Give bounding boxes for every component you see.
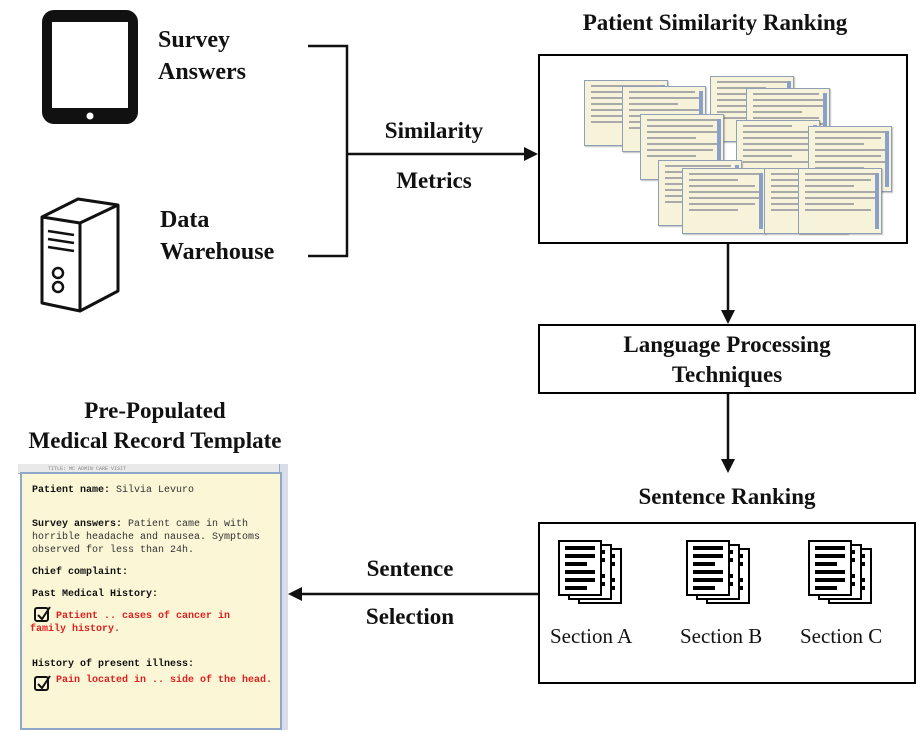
template-title-line2: Medical Record Template [28, 428, 282, 453]
patient-record-thumbnail [682, 168, 766, 234]
language-processing-box: Language Processing Techniques [538, 324, 916, 394]
survey-answers-field-label: Survey answers: [32, 519, 123, 530]
sentence-ranking-title: Sentence Ranking [638, 484, 816, 509]
chief-complaint-label: Chief complaint: [32, 567, 129, 578]
template-title-line1: Pre-Populated [84, 398, 226, 423]
pmh-label: Past Medical History: [32, 589, 159, 600]
patient-name-value: Silvia Levuro [110, 485, 195, 496]
patient-ranking-title: Patient Similarity Ranking [582, 10, 848, 35]
pmh-value: Patient .. cases of cancer in family his… [30, 611, 231, 635]
pmh-line: Past Medical History: [32, 588, 272, 601]
section-a-label: Section A [550, 624, 633, 648]
hpi-value: Pain located in .. side of the head. [56, 675, 273, 686]
similarity-metrics-line1: Similarity [384, 118, 484, 143]
data-warehouse-label: Data Warehouse [160, 207, 275, 265]
pmh-checkbox[interactable] [34, 606, 51, 622]
language-processing-line2: Techniques [671, 362, 783, 387]
tablet-icon [40, 8, 140, 126]
sentence-selection-line1: Sentence [366, 556, 454, 581]
hpi-checkbox[interactable] [34, 675, 51, 691]
section-b-label: Section B [680, 624, 763, 648]
checkmark-icon [37, 675, 51, 690]
sentence-ranking-box: Section A Section B Section C [538, 522, 916, 684]
medical-record-template: Patient name: Silvia Levuro Survey answe… [20, 472, 282, 730]
survey-answers-line: Survey answers: Patient came in with hor… [32, 518, 272, 557]
patient-name-line: Patient name: Silvia Levuro [32, 484, 272, 497]
server-icon [38, 195, 122, 315]
similarity-metrics-line2: Metrics [396, 168, 472, 193]
document-stack-icon [802, 540, 882, 620]
chief-complaint-line: Chief complaint: [32, 566, 272, 579]
section-c-label: Section C [800, 624, 883, 648]
language-processing-line1: Language Processing [623, 332, 831, 357]
survey-answers-value: Patient came in with horrible headache a… [32, 519, 261, 556]
sentence-selection-line2: Selection [365, 604, 455, 629]
document-stack-icon [680, 540, 760, 620]
patient-record-thumbnail [798, 168, 882, 234]
checkmark-icon [37, 606, 51, 621]
hpi-line: History of present illness: [32, 658, 278, 671]
patient-name-label: Patient name: [32, 485, 111, 496]
hpi-label: History of present illness: [32, 659, 195, 670]
document-stack-icon [552, 540, 632, 620]
patient-ranking-box [538, 54, 908, 244]
survey-answers-label: Survey Answers [158, 27, 246, 85]
